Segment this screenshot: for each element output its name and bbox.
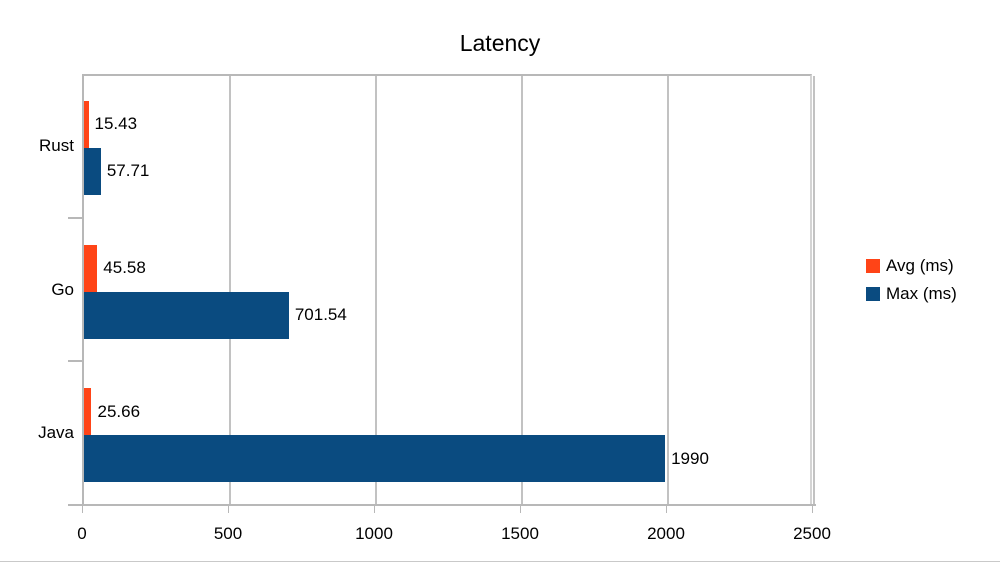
bar-go-max [84,291,289,339]
gridline-2000 [667,76,669,505]
legend-item-avg[interactable]: Avg (ms) [866,252,996,280]
bar-java-max [84,435,666,483]
gridline-500 [229,76,231,505]
plot-area: 15.43 57.71 45.58 701.54 25.66 1990 [82,74,815,505]
bar-value-rust-max: 57.71 [106,161,150,181]
x-tick-0 [82,506,83,513]
x-tick-1000 [374,506,375,513]
chart-legend: Avg (ms) Max (ms) [866,252,996,308]
x-tick-label-500: 500 [213,524,243,543]
x-tick-label-1000: 1000 [355,524,393,543]
category-label-go: Go [51,279,74,299]
legend-item-max[interactable]: Max (ms) [866,280,996,308]
x-axis-line [68,504,816,506]
x-tick-label-1500: 1500 [501,524,539,543]
x-tick-500 [228,506,229,513]
gridline-2500 [813,76,815,505]
legend-swatch-icon-max [866,287,880,301]
bar-value-go-avg: 45.58 [103,258,146,277]
bar-go-avg [84,244,98,292]
legend-label-avg: Avg (ms) [886,256,954,275]
x-tick-1500 [520,506,521,513]
chart-title: Latency [459,30,541,56]
category-tick-0 [68,216,83,219]
gridline-1000 [375,76,377,505]
gridline-1500 [521,76,523,505]
legend-label-max: Max (ms) [886,284,957,303]
category-label-rust: Rust [39,135,74,155]
x-tick-2500 [812,506,813,513]
x-tick-label-0: 0 [77,524,87,543]
bar-value-rust-avg: 15.43 [94,114,138,134]
x-tick-label-2000: 2000 [647,524,685,543]
category-tick-1 [68,360,83,363]
bar-value-java-avg: 25.66 [97,401,141,421]
category-label-java: Java [38,423,74,443]
x-tick-label-2500: 2500 [793,524,831,543]
bar-rust-avg [84,100,89,148]
bar-java-avg [84,388,92,436]
bar-value-java-max: 1990 [671,448,709,468]
bar-value-go-max: 701.54 [294,305,347,324]
x-tick-2000 [666,506,667,513]
legend-swatch-icon-avg [866,259,880,273]
bar-rust-max [84,147,101,195]
